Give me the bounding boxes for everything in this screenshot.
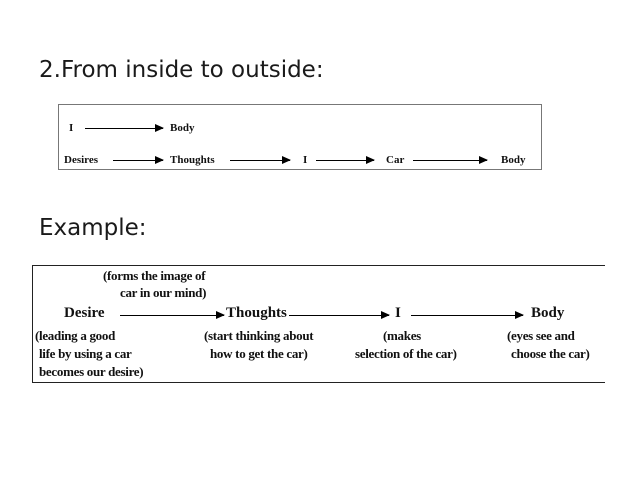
node-thoughts: Thoughts [170, 154, 215, 166]
heading-from-inside-to-outside: 2.From inside to outside: [39, 57, 324, 83]
arrow-thoughts-to-i [230, 156, 291, 164]
diagram-inside-to-outside: I Body Desires Thoughts I Car Body [58, 104, 542, 170]
arrow-i-to-car [316, 156, 375, 164]
node-body-example: Body [531, 305, 565, 321]
node-i-example: I [395, 305, 401, 321]
desire-note-line3: becomes our desire) [39, 364, 144, 379]
node-i-second: I [303, 154, 308, 166]
thoughts-note-line2: how to get the car) [210, 346, 308, 361]
arrow-thoughts-to-i-example [289, 311, 390, 319]
arrow-desires-to-thoughts [113, 156, 164, 164]
node-i: I [69, 122, 74, 134]
thoughts-note-line1: (start thinking about [204, 328, 314, 343]
node-body: Body [170, 122, 195, 134]
diagram-example: (forms the image of car in our mind) Des… [32, 265, 605, 383]
i-note-line2: selection of the car) [355, 346, 457, 361]
node-body-second: Body [501, 154, 526, 166]
arrow-i-to-body [85, 124, 164, 132]
node-desires: Desires [64, 154, 99, 166]
node-thoughts-example: Thoughts [226, 305, 287, 321]
node-car: Car [386, 154, 405, 166]
desire-note-line2: life by using a car [39, 346, 132, 361]
note-forms-image-line1: (forms the image of [103, 268, 206, 283]
arrow-desire-to-thoughts [120, 311, 225, 319]
arrow-car-to-body [413, 156, 488, 164]
arrow-i-to-body-example [411, 311, 524, 319]
body-note-line1: (eyes see and [507, 328, 575, 343]
heading-example: Example: [39, 215, 147, 241]
i-note-line1: (makes [383, 328, 421, 343]
body-note-line2: choose the car) [511, 346, 590, 361]
note-forms-image-line2: car in our mind) [120, 285, 207, 300]
node-desire: Desire [64, 305, 105, 321]
desire-note-line1: (leading a good [35, 328, 116, 343]
